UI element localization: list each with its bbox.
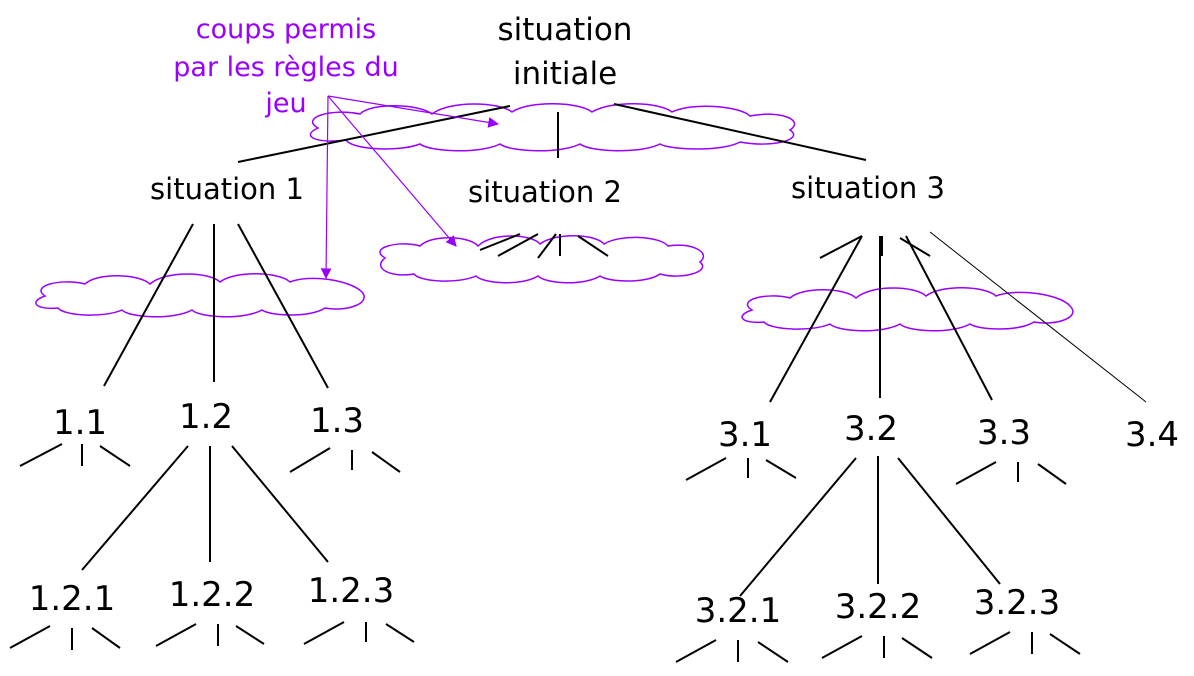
- edge-s2-stub-2: [497, 233, 539, 257]
- node-1-2: 1.2: [179, 397, 233, 437]
- edge-3-3-stub-r: [1037, 463, 1067, 485]
- node-3-2-1: 3.2.1: [695, 591, 782, 631]
- edge-3-1-stub-r: [765, 459, 797, 479]
- edge-1-2-1-stub-r: [91, 627, 121, 649]
- edge-root-s3: [613, 103, 867, 161]
- cloud-situation-1: [35, 273, 365, 318]
- node-3-3: 3.3: [977, 413, 1031, 453]
- edge-1-2-1-2-3: [231, 445, 329, 563]
- edge-1-2-2-stub-l: [155, 623, 197, 647]
- node-3-2-3: 3.2.3: [974, 583, 1061, 623]
- edge-3-2-3-2-1: [739, 457, 857, 597]
- edge-3-2-2-stub-l: [821, 635, 863, 659]
- edge-1-2-2-stub-r: [235, 625, 265, 645]
- node-situation-3: situation 3: [791, 171, 945, 205]
- annotation-line-1: coups permis: [196, 14, 377, 45]
- edge-1-3-stub-l: [289, 447, 331, 473]
- cloud-situation-3: [741, 287, 1074, 332]
- arrow-to-root-cloud: [327, 95, 500, 128]
- edge-3-2-2-stub-r: [901, 637, 933, 659]
- arrow-to-situation-2-cloud: [327, 95, 457, 247]
- node-situation-2: situation 2: [468, 175, 622, 209]
- edge-root-s1: [237, 105, 511, 163]
- annotation-line-2: par les règles du: [173, 52, 398, 83]
- node-1-2-3: 1.2.3: [308, 571, 395, 611]
- cloud-root: [309, 103, 796, 152]
- annotation-line-3: jeu: [264, 88, 306, 119]
- node-situation-1: situation 1: [150, 172, 304, 206]
- edge-s2-stub-1: [479, 233, 521, 251]
- edge-s2-stub-5: [577, 235, 609, 257]
- node-1-1: 1.1: [53, 403, 107, 443]
- arrow-to-situation-1-cloud: [320, 95, 332, 280]
- tree-edges: [9, 103, 1147, 663]
- edge-s3-3-1: [769, 235, 863, 403]
- edge-3-2-1-stub-l: [675, 639, 717, 663]
- edge-s3-stub-left: [819, 235, 863, 259]
- move-clouds: [35, 103, 1074, 332]
- cloud-situation-2: [379, 235, 704, 284]
- annotation-text: coups permis par les règles du jeu: [173, 14, 398, 119]
- edge-1-1-stub-l: [19, 443, 63, 467]
- edge-1-3-stub-r: [371, 451, 401, 473]
- edge-s1-1-3: [237, 223, 329, 389]
- edge-s3-3-4: [929, 231, 1147, 403]
- node-3-2-2: 3.2.2: [835, 587, 922, 627]
- node-1-2-1: 1.2.1: [29, 579, 116, 619]
- edge-s2-stub-3: [537, 233, 557, 259]
- edge-1-2-3-stub-r: [385, 623, 415, 643]
- node-1-2-2: 1.2.2: [169, 575, 256, 615]
- edge-3-2-1-stub-r: [757, 641, 789, 663]
- annotation-arrows: [320, 95, 500, 280]
- node-3-1: 3.1: [718, 415, 772, 455]
- node-3-4: 3.4: [1125, 415, 1179, 455]
- node-1-3: 1.3: [310, 401, 364, 441]
- edge-3-2-3-2-3: [897, 457, 1001, 585]
- edge-s1-1-1: [103, 223, 194, 387]
- edge-3-3-stub-l: [955, 461, 997, 485]
- node-3-2: 3.2: [844, 409, 898, 449]
- edge-s3-3-3: [905, 235, 993, 401]
- edge-3-2-3-stub-l: [969, 631, 1011, 655]
- edge-s3-stub-right: [899, 237, 931, 257]
- node-root-line-2: initiale: [513, 56, 617, 92]
- node-root-line-1: situation: [498, 12, 633, 48]
- edge-3-1-stub-l: [685, 457, 727, 481]
- edge-1-2-1-stub-l: [9, 625, 51, 649]
- edge-1-1-stub-r: [99, 445, 131, 467]
- edge-1-2-3-stub-l: [303, 621, 345, 645]
- tree-nodes: situation initiale situation 1 situation…: [29, 12, 1179, 631]
- edge-1-2-1-2-1: [81, 445, 189, 571]
- edge-3-2-3-stub-r: [1049, 633, 1081, 655]
